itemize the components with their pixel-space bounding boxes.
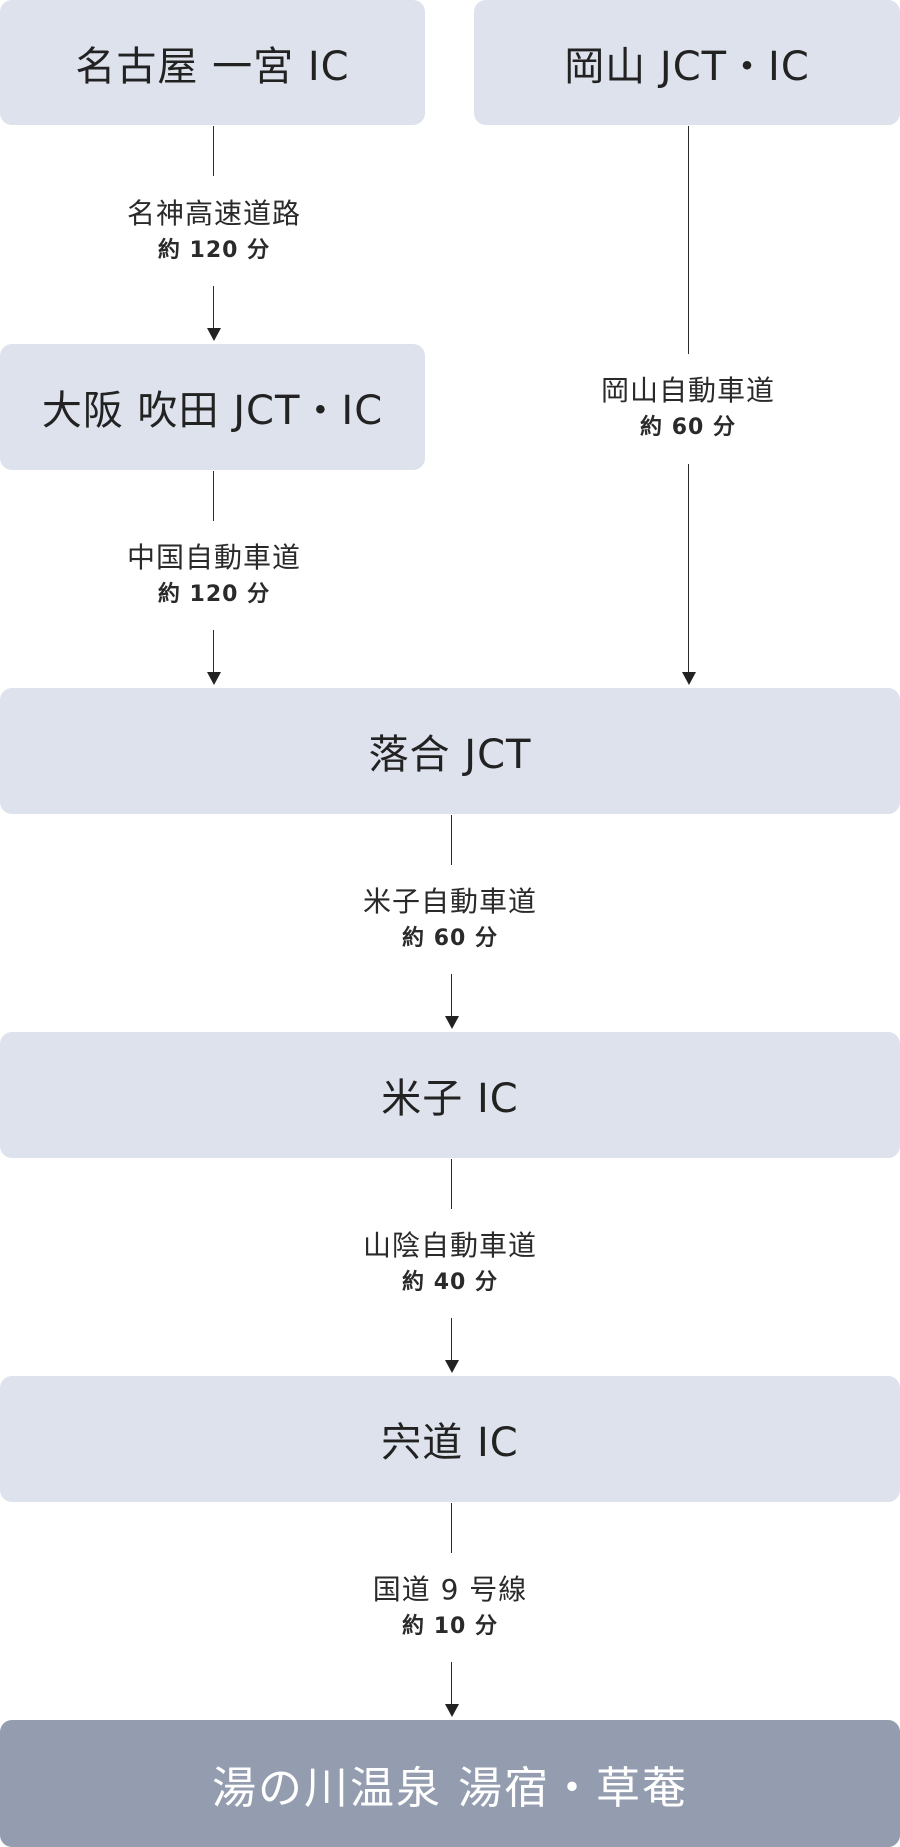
route-label-route9: 国道 9 号線 約 10 分 — [320, 1576, 580, 1638]
connector-line — [688, 464, 689, 672]
node-shinji-ic: 宍道 IC — [0, 1376, 900, 1502]
connector-line — [451, 974, 452, 1016]
route-road-name: 山陰自動車道 — [362, 1229, 537, 1262]
route-travel-time: 約 60 分 — [402, 926, 498, 951]
route-travel-time: 約 10 分 — [402, 1614, 498, 1639]
node-yonago-ic: 米子 IC — [0, 1032, 900, 1158]
route-road-name: 岡山自動車道 — [600, 374, 775, 407]
node-okayama-jct-ic: 岡山 JCT・IC — [474, 0, 900, 125]
route-road-name: 名神高速道路 — [126, 197, 301, 230]
route-travel-time: 約 120 分 — [157, 238, 271, 263]
route-travel-time: 約 40 分 — [402, 1270, 498, 1295]
arrow-down-icon — [682, 672, 696, 685]
connector-line — [451, 1318, 452, 1360]
route-label-okayama: 岡山自動車道 約 60 分 — [558, 377, 818, 439]
route-road-name: 米子自動車道 — [362, 885, 537, 918]
route-road-name: 国道 9 号線 — [372, 1573, 528, 1606]
node-nagoya-ichinomiya-ic: 名古屋 一宮 IC — [0, 0, 425, 125]
route-label-meishin: 名神高速道路 約 120 分 — [84, 200, 344, 262]
node-label: 名古屋 一宮 IC — [75, 43, 350, 90]
route-travel-time: 約 120 分 — [157, 582, 271, 607]
connector-line — [213, 471, 214, 521]
node-label: 宍道 IC — [381, 1420, 519, 1466]
node-label: 落合 JCT — [368, 732, 532, 778]
arrow-down-icon — [445, 1360, 459, 1373]
connector-line — [451, 1662, 452, 1704]
arrow-down-icon — [207, 328, 221, 341]
node-label: 大阪 吹田 JCT・IC — [41, 388, 384, 434]
route-label-sanin: 山陰自動車道 約 40 分 — [320, 1232, 580, 1294]
connector-line — [451, 815, 452, 865]
arrow-down-icon — [445, 1016, 459, 1029]
connector-line — [213, 630, 214, 672]
node-osaka-suita-jct-ic: 大阪 吹田 JCT・IC — [0, 344, 425, 470]
route-label-yonago: 米子自動車道 約 60 分 — [320, 888, 580, 950]
arrow-down-icon — [207, 672, 221, 685]
route-road-name: 中国自動車道 — [126, 541, 301, 574]
connector-line — [451, 1159, 452, 1209]
node-ochiai-jct: 落合 JCT — [0, 688, 900, 814]
node-label: 岡山 JCT・IC — [564, 43, 810, 90]
node-label: 米子 IC — [381, 1076, 519, 1122]
connector-line — [213, 126, 214, 176]
route-travel-time: 約 60 分 — [640, 415, 736, 440]
connector-line — [451, 1503, 452, 1553]
node-label: 湯の川温泉 湯宿・草菴 — [212, 1762, 688, 1814]
node-destination: 湯の川温泉 湯宿・草菴 — [0, 1720, 900, 1847]
route-label-chugoku: 中国自動車道 約 120 分 — [84, 544, 344, 606]
connector-line — [213, 286, 214, 328]
arrow-down-icon — [445, 1704, 459, 1717]
connector-line — [688, 126, 689, 354]
